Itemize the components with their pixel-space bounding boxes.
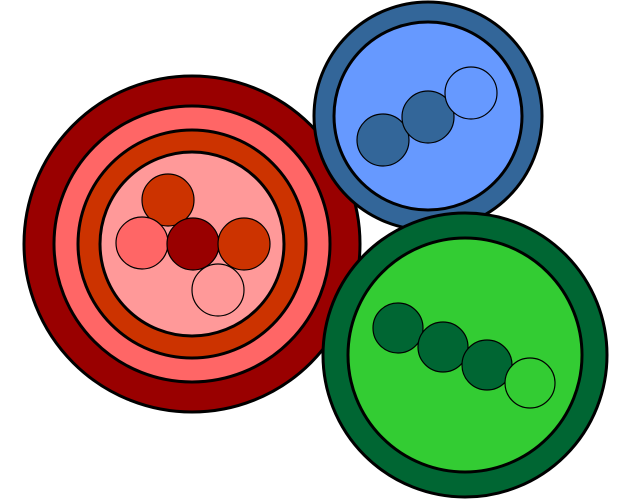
red-group-item-3 [166, 217, 220, 271]
blue-group-item-2 [401, 90, 455, 144]
red-group-item-5 [191, 263, 245, 317]
blue-group-item-3 [444, 66, 498, 120]
blue-group [312, 0, 544, 232]
red-group-item-2 [115, 216, 169, 270]
red-group-item-4 [217, 217, 271, 271]
green-group-item-2 [417, 321, 469, 373]
red-group-item-1 [141, 173, 195, 227]
blue-group-item-1 [356, 113, 410, 167]
green-group-item-4 [504, 357, 556, 409]
green-group-item-1 [372, 302, 424, 354]
red-group [22, 74, 362, 414]
green-group [321, 211, 609, 499]
